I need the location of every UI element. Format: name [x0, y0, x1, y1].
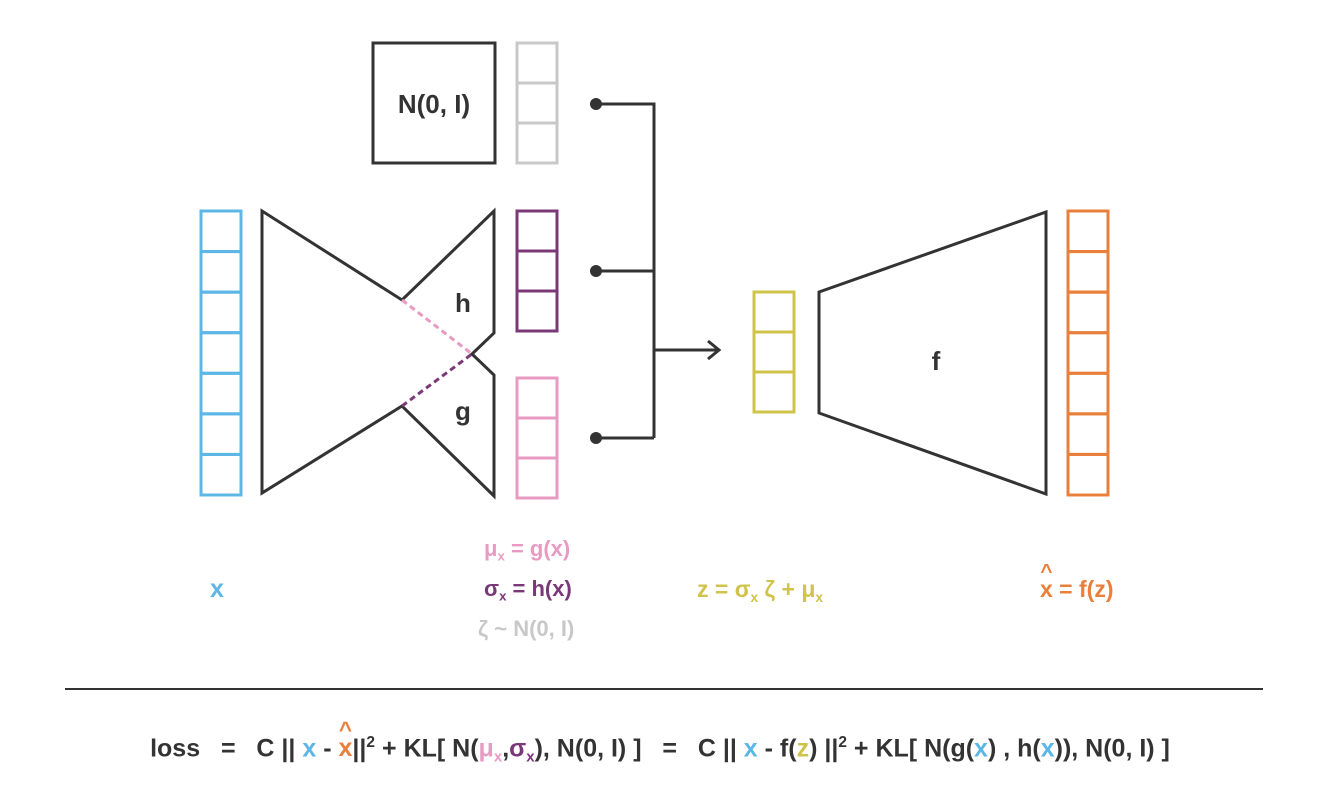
loss-close2: ) ||: [809, 734, 839, 763]
loss-z: z: [796, 734, 810, 763]
connector-dot-sigma: [590, 265, 602, 277]
decoder-f-label: f: [932, 346, 941, 376]
loss-plus2: +: [853, 734, 869, 763]
loss-x4: x: [1040, 734, 1055, 763]
vector-cell: [199, 412, 243, 456]
input-x-label: x: [210, 575, 224, 603]
loss-comma1: ,: [502, 734, 510, 763]
vector-cell: [515, 249, 559, 293]
sigma-symbol: σ: [484, 576, 500, 601]
sigma-subscript: x: [499, 588, 507, 604]
loss-close1: ), N(0, I) ]: [534, 734, 642, 763]
z-eq-mid: ζ + μ: [758, 576, 816, 602]
xhat-equation: x = f(z): [1040, 578, 1114, 601]
loss-sigma-sub: x: [526, 748, 535, 766]
connector-dot-prior: [590, 98, 602, 110]
mu-vector: [515, 376, 559, 500]
vector-cell: [515, 416, 559, 460]
loss-kl1: KL[ N(: [403, 734, 479, 763]
vector-cell: [752, 370, 796, 414]
z-vector: [752, 290, 796, 414]
sigma-vector: [515, 209, 559, 333]
loss-eq2: =: [662, 734, 677, 763]
vector-cell: [199, 290, 243, 335]
vector-cell: [1066, 290, 1110, 335]
loss-c1: C ||: [256, 734, 296, 763]
mu-subscript: x: [497, 548, 505, 564]
vector-cell: [1066, 452, 1110, 497]
vector-cell: [1066, 209, 1110, 254]
vector-cell: [199, 331, 243, 375]
output-vector-xhat: [1066, 209, 1110, 497]
vector-cell: [515, 41, 559, 85]
vector-cell: [199, 250, 243, 294]
arrow-head: [707, 339, 722, 361]
loss-minus2: - f(: [764, 734, 797, 763]
mu-rhs: = g(x): [510, 536, 571, 561]
encoder-h-label: h: [455, 288, 471, 318]
loss-x2: x: [743, 734, 758, 763]
mu-symbol: μ: [484, 536, 498, 561]
loss-sq2: 2: [838, 734, 847, 751]
mu-equation: μx = g(x): [484, 538, 570, 563]
vector-cell: [515, 289, 559, 333]
z-equation: z = σx ζ + μx: [697, 578, 823, 605]
z-eq-lhs: z = σ: [697, 576, 751, 602]
prior-vector: [515, 41, 559, 165]
loss-c2: C ||: [697, 734, 737, 763]
decoder-shape: [817, 209, 1048, 497]
loss-eq1: =: [220, 734, 236, 763]
input-vector-x: [199, 209, 243, 497]
loss-minus1: -: [323, 734, 332, 763]
vector-cell: [752, 290, 796, 334]
vector-cell: [1066, 250, 1110, 294]
xhat-rhs: = f(z): [1052, 576, 1114, 602]
encoder-sigma-dashed-line: [401, 352, 473, 408]
vector-cell: [1066, 371, 1110, 416]
sigma-equation: σx = h(x): [484, 578, 572, 603]
vector-cell: [1066, 412, 1110, 456]
vector-cell: [515, 376, 559, 420]
vector-cell: [199, 209, 243, 254]
vector-cell: [1066, 331, 1110, 375]
encoder-mu-dashed-line: [401, 298, 473, 356]
loss-word: loss: [150, 734, 201, 763]
vector-cell: [515, 81, 559, 125]
z-eq-sub1: x: [750, 589, 759, 605]
sigma-rhs: = h(x): [512, 576, 572, 601]
encoder-g-label: g: [455, 396, 471, 426]
prior-box-label: N(0, I): [398, 89, 470, 119]
vector-cell: [752, 330, 796, 374]
loss-x1: x: [302, 734, 317, 763]
vector-cell: [199, 452, 243, 497]
loss-x3: x: [974, 734, 988, 763]
loss-xhat: x: [339, 734, 353, 763]
loss-plus1: +: [382, 734, 397, 763]
loss-equation: loss = C || x - x||2 + KL[ N(μx,σx), N(0…: [0, 734, 1320, 766]
vector-cell: [515, 121, 559, 165]
encoder-shape: [260, 207, 496, 500]
xhat-symbol: x: [1040, 578, 1053, 601]
vector-cell: [515, 209, 559, 253]
loss-kl2: KL[ N(g(: [875, 734, 975, 763]
connector-dot-mu: [590, 432, 602, 444]
loss-sigma: σ: [509, 734, 527, 763]
vector-cell: [515, 456, 559, 500]
loss-mu: μ: [478, 734, 494, 763]
loss-norm1: ||: [352, 734, 367, 763]
z-eq-sub2: x: [815, 589, 824, 605]
loss-mu-sub: x: [493, 748, 503, 766]
zeta-equation: ζ ~ N(0, I): [478, 616, 575, 641]
prior-box: [371, 41, 497, 165]
loss-sq1: 2: [366, 734, 376, 751]
loss-mid2: ) , h(: [987, 734, 1041, 763]
connector-lines: [596, 102, 718, 440]
loss-close3: )), N(0, I) ]: [1054, 734, 1170, 763]
vector-stacks: [199, 41, 1110, 500]
vector-cell: [199, 371, 243, 416]
